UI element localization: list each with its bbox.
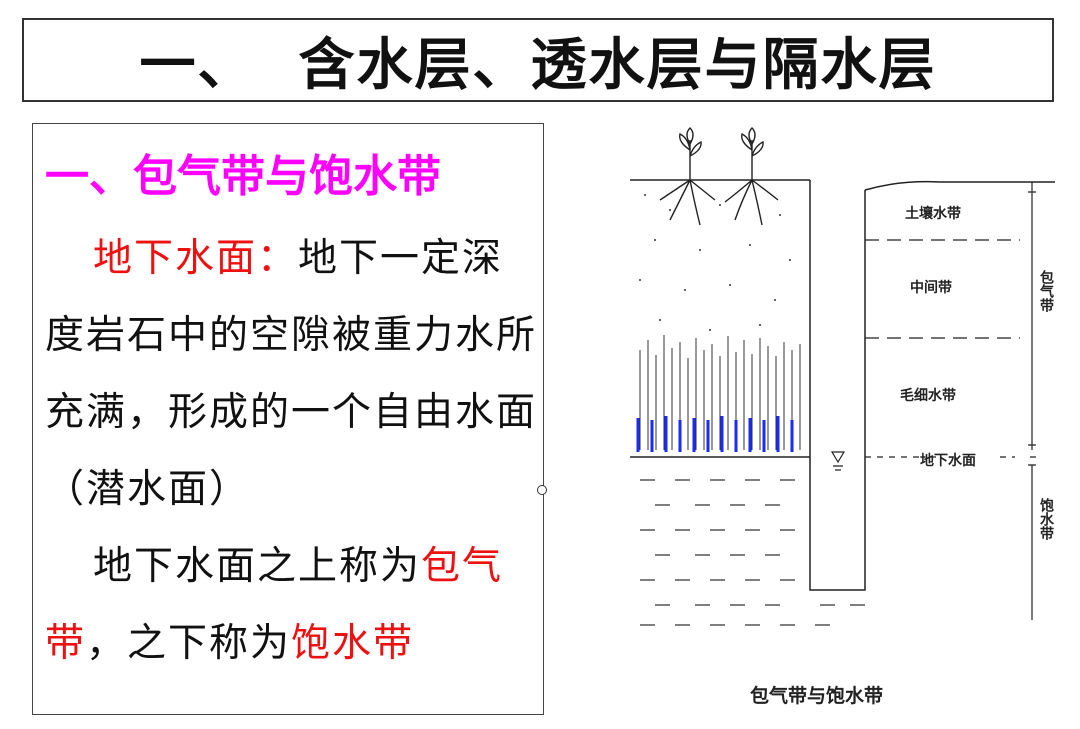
slide-title: 一、 含水层、透水层与隔水层 xyxy=(139,32,937,98)
label-water-table: 地下水面 xyxy=(920,452,976,469)
term-water-table: 地下水面： xyxy=(93,236,299,281)
section-heading: 一、包气带与饱水带 xyxy=(45,151,441,202)
soil-particles xyxy=(639,194,791,331)
diagram-caption: 包气带与饱水带 xyxy=(750,684,883,707)
definition-paragraph: 地下水面：地下一定深度岩石中的空隙被重力水所充满，形成的一个自由水面（潜水面） xyxy=(45,220,541,528)
label-intermediate-zone: 中间带 xyxy=(910,279,952,296)
label-soil-water-zone: 土壤水带 xyxy=(905,205,961,222)
water-table-definition: 地下一定深度岩石中的空隙被重力水所充满，形成的一个自由水面（潜水面） xyxy=(45,236,538,512)
capillary-water-lines xyxy=(636,416,794,452)
profile-column xyxy=(809,180,866,591)
zones-paragraph: 地下水面之上称为包气带，之下称为饱水带 xyxy=(45,528,541,682)
right-column-top xyxy=(864,180,1055,191)
water-level-marker xyxy=(830,451,846,464)
textbox-resize-handle[interactable] xyxy=(537,485,547,495)
text-content-box[interactable]: 一、包气带与饱水带 地下水面：地下一定深度岩石中的空隙被重力水所充满，形成的一个… xyxy=(32,123,544,715)
term-saturated-zone: 饱水带 xyxy=(291,621,415,666)
slide-title-box: 一、 含水层、透水层与隔水层 xyxy=(22,18,1054,102)
vadose-saturated-zone-diagram: 土壤水带 中间带 毛细水带 地下水面 包气带 饱水带 包气带与饱水带 xyxy=(630,127,1055,707)
zones-prefix: 地下水面之上称为 xyxy=(93,544,422,589)
saturated-zone-dashes xyxy=(640,479,865,626)
label-vadose-zone: 包气带 xyxy=(1038,269,1055,313)
zones-middle: ，之下称为 xyxy=(86,621,292,666)
label-capillary-zone: 毛细水带 xyxy=(900,387,956,404)
label-saturated-zone: 饱水带 xyxy=(1038,497,1054,541)
plant-icons xyxy=(659,127,779,226)
capillary-lines xyxy=(639,335,801,450)
term-vadose-zone: 包气带 xyxy=(45,544,504,666)
